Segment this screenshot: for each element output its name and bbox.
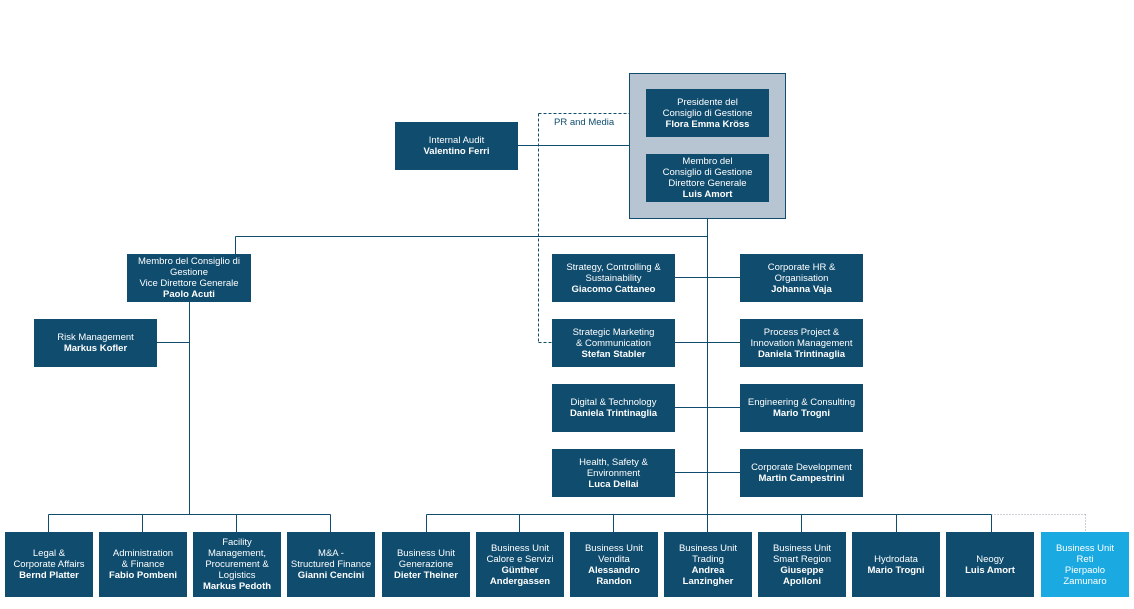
box-title: Facility Management, Procurement & Logis… <box>205 537 269 581</box>
unit-administration-box[interactable]: Administration & Finance Fabio Pombeni <box>99 532 187 597</box>
box-title: Strategy, Controlling & Sustainability <box>566 261 661 284</box>
unit-legal-box[interactable]: Legal & Corporate Affairs Bernd Platter <box>5 532 93 597</box>
staff-health-box[interactable]: Health, Safety & Environment Luca Dellai <box>552 449 675 497</box>
box-name: Alessandro Randon <box>588 564 640 587</box>
staff-marketing-box[interactable]: Strategic Marketing & Communication Stef… <box>552 319 675 367</box>
box-name: Fabio Pombeni <box>108 570 178 581</box>
box-name: Luis Amort <box>682 189 733 200</box>
box-title: Membro del Consiglio di Gestione Vice Di… <box>138 256 240 289</box>
unit-generazione-box[interactable]: Business Unit Generazione Dieter Theiner <box>382 532 470 597</box>
box-name: Stefan Stabler <box>581 348 646 360</box>
vice-director-box[interactable]: Membro del Consiglio di Gestione Vice Di… <box>127 254 251 302</box>
box-name: Daniela Trintinaglia <box>757 348 846 360</box>
box-title: Corporate HR & Organisation <box>767 261 836 284</box>
unit-trading-box[interactable]: Business Unit Trading Andrea Lanzingher <box>664 532 752 597</box>
box-name: Valentino Ferri <box>423 146 490 157</box>
box-title: Neogy <box>976 553 1004 565</box>
box-name: Giuseppe Apolloni <box>780 564 824 587</box>
box-name: Bernd Platter <box>19 570 79 581</box>
staff-process-box[interactable]: Process Project & Innovation Management … <box>740 319 863 367</box>
box-name: Giacomo Cattaneo <box>571 283 656 295</box>
box-title: Strategic Marketing & Communication <box>572 326 655 349</box>
box-name: Markus Kofler <box>63 343 128 354</box>
box-name: Paolo Acuti <box>163 289 215 300</box>
staff-development-box[interactable]: Corporate Development Martin Campestrini <box>740 449 863 497</box>
pr-media-label: PR and Media <box>554 117 615 128</box>
staff-hr-box[interactable]: Corporate HR & Organisation Johanna Vaja <box>740 254 863 302</box>
staff-digital-box[interactable]: Digital & Technology Daniela Trintinagli… <box>552 384 675 432</box>
box-title: Digital & Technology <box>570 397 657 408</box>
unit-hydrodata-box[interactable]: Hydrodata Mario Trogni <box>852 532 940 597</box>
box-name: Günther Andergassen <box>489 564 551 587</box>
box-name: Dieter Theiner <box>394 570 458 581</box>
box-name: Mario Trogni <box>867 564 925 576</box>
box-title: Risk Management <box>57 332 134 343</box>
unit-facility-box[interactable]: Facility Management, Procurement & Logis… <box>193 532 281 597</box>
unit-neogy-box[interactable]: Neogy Luis Amort <box>946 532 1034 597</box>
box-title: Legal & Corporate Affairs <box>13 548 85 570</box>
unit-vendita-box[interactable]: Business Unit Vendita Alessandro Randon <box>570 532 658 597</box>
staff-engineering-box[interactable]: Engineering & Consulting Mario Trogni <box>740 384 863 432</box>
box-title: Business Unit Smart Region <box>772 542 832 565</box>
box-title: Hydrodata <box>874 553 918 565</box>
box-name: Gianni Cencini <box>297 570 365 581</box>
box-title: Business Unit Trading <box>678 542 738 565</box>
box-title: Corporate Development <box>751 462 852 473</box>
box-title: Engineering & Consulting <box>747 397 856 408</box>
box-title: Business Unit Generazione <box>396 548 456 570</box>
staff-strategy-box[interactable]: Strategy, Controlling & Sustainability G… <box>552 254 675 302</box>
box-title: Health, Safety & Environment <box>579 456 648 479</box>
box-title: M&A - Structured Finance <box>290 548 372 570</box>
box-name: Johanna Vaja <box>771 283 832 295</box>
unit-calore-box[interactable]: Business Unit Calore e Servizi Günther A… <box>476 532 564 597</box>
unit-mna-box[interactable]: M&A - Structured Finance Gianni Cencini <box>287 532 375 597</box>
box-name: Luis Amort <box>965 564 1015 576</box>
box-name: Daniela Trintinaglia <box>569 408 658 419</box>
box-name: Pierpaolo Zamunaro <box>1063 564 1107 587</box>
box-title: Presidente del Consiglio di Gestione <box>662 96 753 119</box>
unit-smart-region-box[interactable]: Business Unit Smart Region Giuseppe Apol… <box>758 532 846 597</box>
box-name: Mario Trogni <box>773 408 830 419</box>
box-title: Business Unit Vendita <box>584 542 644 565</box>
box-title: Internal Audit <box>428 135 485 146</box>
box-title: Business Unit Calore e Servizi <box>486 542 554 565</box>
internal-audit-box[interactable]: Internal Audit Valentino Ferri <box>395 122 518 170</box>
president-box[interactable]: Presidente del Consiglio di Gestione Flo… <box>646 89 769 137</box>
box-name: Andrea Lanzingher <box>682 564 734 587</box>
box-title: Membro del Consiglio di Gestione Diretto… <box>662 156 753 189</box>
box-name: Luca Dellai <box>588 478 639 490</box>
box-name: Martin Campestrini <box>758 473 845 484</box>
unit-reti-box[interactable]: Business Unit Reti Pierpaolo Zamunaro <box>1041 532 1129 597</box>
box-name: Flora Emma Kröss <box>665 118 750 130</box>
risk-management-box[interactable]: Risk Management Markus Kofler <box>34 319 157 367</box>
ceo-box[interactable]: Membro del Consiglio di Gestione Diretto… <box>646 154 769 202</box>
box-name: Markus Pedoth <box>202 581 272 592</box>
box-title: Administration & Finance <box>112 548 174 570</box>
box-title: Process Project & Innovation Management <box>750 326 853 349</box>
box-title: Business Unit Reti <box>1055 542 1115 565</box>
